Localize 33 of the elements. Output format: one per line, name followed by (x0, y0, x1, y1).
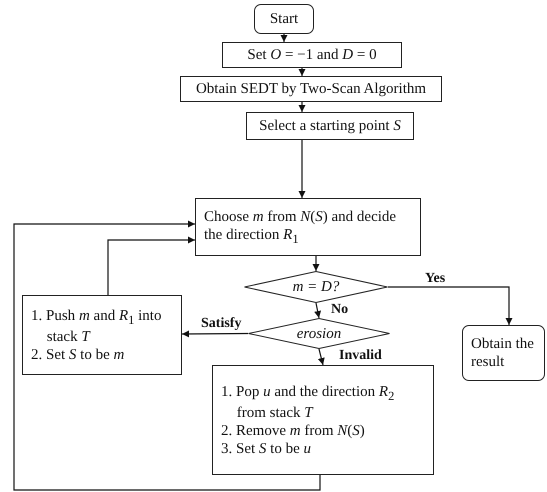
arrow (298, 68, 306, 76)
arrow (280, 34, 288, 42)
node-text: Choose m from N(S) and decide the direction R$_{1}$ (204, 208, 398, 246)
arrow (107, 236, 195, 295)
node-text: Select a starting point S (259, 117, 401, 135)
terminal-box (254, 4, 314, 34)
terminal-box (462, 325, 545, 381)
arrow (13, 220, 321, 491)
arrow (314, 302, 322, 318)
node-text: Obtain SEDT by Two-Scan Algorithm (196, 80, 426, 98)
process-box (195, 198, 421, 256)
node-text: m = D? (292, 278, 340, 296)
node-text: 3. Set S to be u (221, 440, 312, 458)
node-text: erosion (296, 324, 342, 342)
arrow (388, 286, 512, 325)
process-box (22, 295, 182, 375)
process-box (212, 365, 434, 475)
arrow (182, 330, 248, 338)
arrow (312, 256, 320, 271)
arrow (318, 348, 325, 366)
process-box (180, 76, 442, 102)
node-text: Set O = −1 and D = 0 (247, 46, 377, 64)
node-text: Obtain the result (471, 335, 535, 371)
arrow (298, 140, 306, 198)
node-text: Start (270, 10, 298, 28)
process-box (222, 42, 402, 68)
node-text: 2. Set S to be m (31, 346, 126, 364)
node-text: 2. Remove m from N(S) (221, 422, 366, 440)
edge-label: Satisfy (200, 316, 242, 332)
decision-diamond (248, 318, 390, 349)
arrow (298, 102, 306, 112)
process-box (246, 112, 414, 140)
decision-diamond (244, 271, 388, 303)
